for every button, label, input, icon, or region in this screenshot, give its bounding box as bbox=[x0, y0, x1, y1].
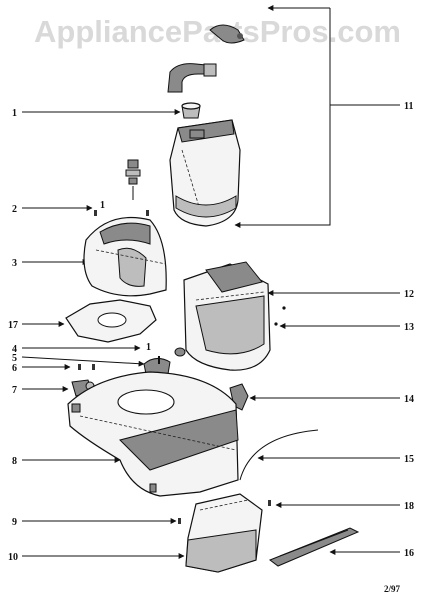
part-17-gasket bbox=[22, 299, 157, 343]
callout-15: 15 bbox=[404, 454, 414, 465]
callout-17: 17 bbox=[8, 320, 18, 331]
part-1-cap bbox=[22, 102, 201, 119]
part-18-screw bbox=[268, 500, 400, 508]
callout-3: 3 bbox=[12, 258, 17, 269]
part-16-bar bbox=[268, 527, 400, 567]
part-9-screw bbox=[22, 518, 181, 524]
callout-13: 13 bbox=[404, 322, 414, 333]
callout-4: 4 bbox=[12, 344, 17, 355]
handle-part bbox=[167, 63, 217, 93]
part-13-screws bbox=[274, 306, 400, 329]
callout-8: 8 bbox=[12, 456, 17, 467]
revision-date: 2/97 bbox=[384, 584, 401, 594]
part-14-nozzle bbox=[229, 383, 400, 411]
part-15-hose bbox=[239, 429, 400, 481]
callout-5: 5 bbox=[12, 353, 17, 364]
callout-14: 14 bbox=[404, 394, 414, 405]
callout-7: 7 bbox=[12, 385, 17, 396]
part-11-bracket bbox=[234, 5, 400, 228]
top-clip-part bbox=[209, 24, 245, 44]
part-6-callout bbox=[22, 364, 95, 370]
tank-part bbox=[169, 119, 241, 227]
callout-2-sub: 1 bbox=[100, 200, 105, 211]
part-2-callout bbox=[22, 205, 149, 216]
callout-9: 9 bbox=[12, 517, 17, 528]
callout-10: 10 bbox=[8, 552, 18, 563]
part-12-housing bbox=[174, 261, 400, 371]
valve-stack-part bbox=[125, 159, 141, 200]
part-5-callout bbox=[21, 356, 171, 375]
part-10-foot bbox=[22, 493, 263, 573]
callout-2: 2 bbox=[12, 204, 17, 215]
callout-6: 6 bbox=[12, 363, 17, 374]
callout-1: 1 bbox=[12, 108, 17, 119]
callout-16: 16 bbox=[404, 548, 414, 559]
part-8-base bbox=[22, 371, 239, 497]
callout-11: 11 bbox=[404, 101, 413, 112]
callout-18: 18 bbox=[404, 501, 414, 512]
callout-4-sub: 1 bbox=[146, 342, 151, 353]
callout-12: 12 bbox=[404, 289, 414, 300]
part-3-hood bbox=[22, 216, 167, 297]
